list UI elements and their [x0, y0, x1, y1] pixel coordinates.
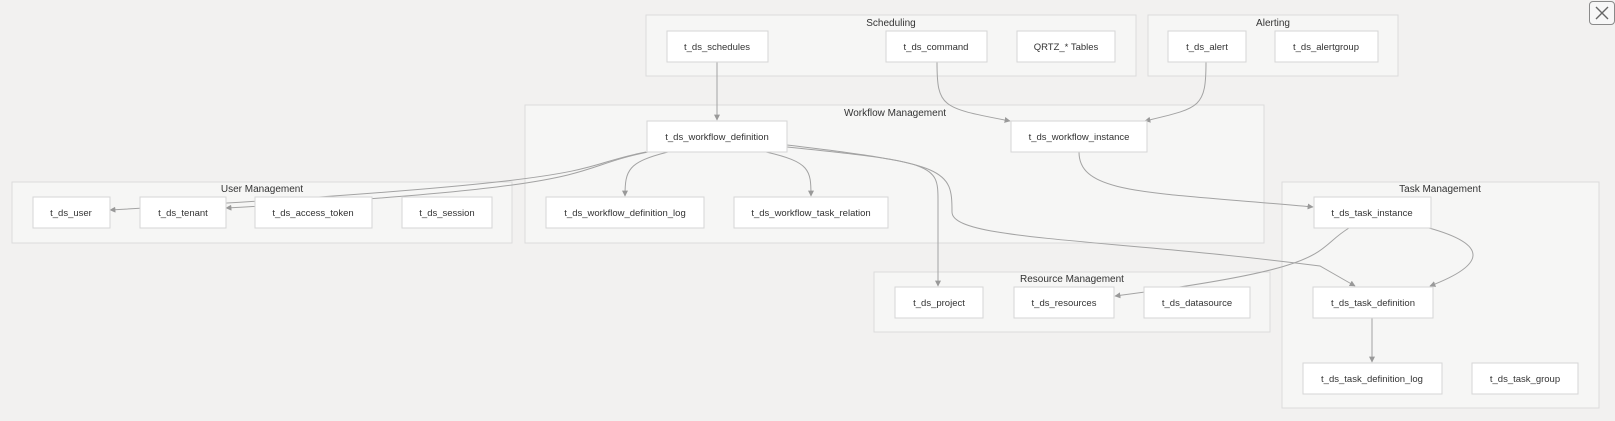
node-t-ds-task-definition-log[interactable]: t_ds_task_definition_log [1302, 362, 1443, 395]
node-label: t_ds_workflow_definition_log [564, 208, 685, 219]
node-label: t_ds_workflow_definition [665, 132, 769, 143]
group-title-scheduling: Scheduling [866, 18, 915, 29]
node-t-ds-tenant[interactable]: t_ds_tenant [139, 196, 227, 229]
node-t-ds-session[interactable]: t_ds_session [401, 196, 493, 229]
edge-workflow-definition-definition-log [622, 151, 669, 197]
node-label: t_ds_task_definition [1331, 298, 1415, 309]
node-t-ds-resources[interactable]: t_ds_resources [1013, 286, 1115, 319]
edge-alert-workflow-instance [1144, 61, 1207, 123]
close-icon [1595, 6, 1609, 20]
node-t-ds-workflow-task-relation[interactable]: t_ds_workflow_task_relation [733, 196, 889, 229]
node-t-ds-workflow-definition[interactable]: t_ds_workflow_definition [646, 120, 788, 153]
group-title-resource-management: Resource Management [1020, 274, 1124, 285]
node-label: t_ds_workflow_task_relation [751, 208, 870, 219]
node-t-ds-user[interactable]: t_ds_user [32, 196, 111, 229]
node-label: t_ds_alertgroup [1293, 42, 1359, 53]
node-label: t_ds_project [913, 298, 965, 309]
node-t-ds-schedules[interactable]: t_ds_schedules [666, 30, 769, 63]
node-label: t_ds_schedules [684, 42, 750, 53]
node-t-ds-workflow-instance[interactable]: t_ds_workflow_instance [1010, 120, 1148, 153]
close-button[interactable] [1589, 1, 1615, 25]
edge-workflow-definition-task-relation [765, 151, 814, 197]
node-label: t_ds_session [419, 208, 474, 219]
edge-workflow-instance-task-instance [1078, 151, 1314, 210]
node-t-ds-command[interactable]: t_ds_command [885, 30, 988, 63]
node-label: t_ds_task_group [1490, 374, 1560, 385]
node-label: t_ds_datasource [1162, 298, 1232, 309]
node-qrtz-tables[interactable]: QRTZ_* Tables [1016, 30, 1116, 63]
node-t-ds-task-instance[interactable]: t_ds_task_instance [1313, 196, 1432, 229]
node-label: t_ds_resources [1032, 298, 1097, 309]
node-t-ds-alertgroup[interactable]: t_ds_alertgroup [1274, 30, 1379, 63]
edge-task-instance-resources [1114, 227, 1350, 299]
node-label: t_ds_access_token [272, 208, 353, 219]
group-title-alerting: Alerting [1256, 18, 1290, 29]
node-label: t_ds_alert [1186, 42, 1228, 53]
node-label: t_ds_command [904, 42, 969, 53]
node-t-ds-alert[interactable]: t_ds_alert [1167, 30, 1247, 63]
node-label: t_ds_task_instance [1331, 208, 1412, 219]
node-t-ds-access-token[interactable]: t_ds_access_token [254, 196, 373, 229]
edge-workflow-definition-project [786, 146, 941, 287]
node-label: t_ds_workflow_instance [1029, 132, 1130, 143]
group-title-task-management: Task Management [1399, 184, 1481, 195]
group-title-workflow-management: Workflow Management [844, 108, 946, 119]
node-t-ds-project[interactable]: t_ds_project [894, 286, 984, 319]
node-t-ds-datasource[interactable]: t_ds_datasource [1143, 286, 1251, 319]
group-title-user-management: User Management [221, 184, 303, 195]
edge-workflow-definition-task-definition [786, 144, 1356, 287]
node-t-ds-workflow-definition-log[interactable]: t_ds_workflow_definition_log [545, 196, 705, 229]
node-label: t_ds_tenant [158, 208, 208, 219]
node-t-ds-task-group[interactable]: t_ds_task_group [1471, 362, 1579, 395]
node-label: t_ds_task_definition_log [1321, 374, 1423, 385]
edge-command-workflow-instance [936, 61, 1011, 123]
edge-task-instance-task-definition [1428, 227, 1474, 287]
node-label: t_ds_user [50, 208, 92, 219]
node-label: QRTZ_* Tables [1034, 42, 1099, 53]
node-t-ds-task-definition[interactable]: t_ds_task_definition [1312, 286, 1434, 319]
